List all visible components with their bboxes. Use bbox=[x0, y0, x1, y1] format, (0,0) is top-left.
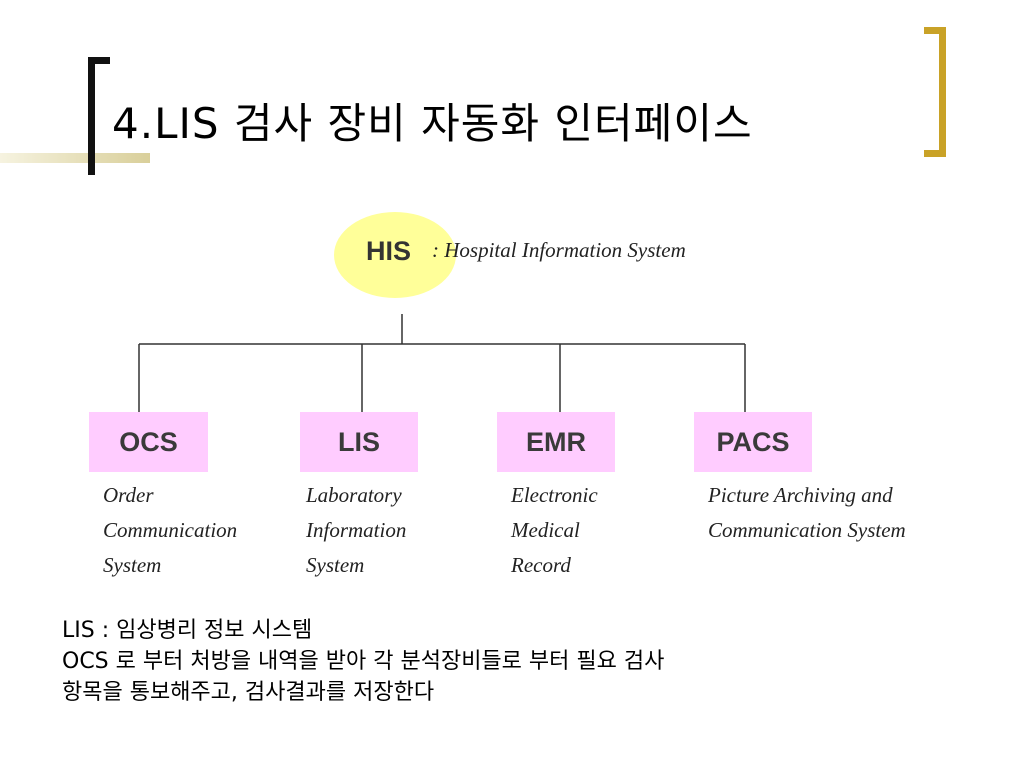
emr-box: EMR bbox=[497, 412, 615, 472]
lis-label: LIS bbox=[337, 426, 380, 457]
note-line: OCS 로 부터 처방을 내역을 받아 각 분석장비들로 부터 필요 검사 bbox=[62, 649, 665, 674]
ocs-label: OCS bbox=[119, 426, 178, 457]
emr-description-line: Electronic bbox=[511, 483, 598, 507]
pacs-box: PACS bbox=[694, 412, 812, 472]
pacs-description-line: Picture Archiving and bbox=[708, 483, 893, 507]
pacs-description-line: Communication System bbox=[708, 518, 906, 542]
his-description: : Hospital Information System bbox=[432, 238, 686, 262]
ocs-box: OCS bbox=[89, 412, 208, 472]
his-ellipse bbox=[334, 212, 456, 298]
note-line: 항목을 통보해주고, 검사결과를 저장한다 bbox=[62, 680, 435, 705]
ocs-description-line: Order bbox=[103, 483, 154, 507]
ocs-description-line: Communication bbox=[103, 518, 238, 542]
lis-description: Laboratory Information System bbox=[306, 478, 406, 583]
emr-description-line: Medical bbox=[511, 518, 580, 542]
title-bracket-left bbox=[88, 57, 110, 175]
lis-description-line: Laboratory bbox=[306, 483, 402, 507]
title-accent-line bbox=[0, 153, 150, 163]
title-bracket-right bbox=[924, 27, 946, 157]
emr-description-line: Record bbox=[511, 553, 571, 577]
emr-label: EMR bbox=[526, 426, 586, 457]
ocs-description-line: System bbox=[103, 553, 162, 577]
lis-description-line: Information bbox=[306, 518, 407, 542]
lis-box: LIS bbox=[300, 412, 418, 472]
note-line: LIS : 임상병리 정보 시스템 bbox=[62, 618, 313, 643]
notes-block: LIS : 임상병리 정보 시스템 OCS 로 부터 처방을 내역을 받아 각 … bbox=[62, 615, 664, 708]
slide-title: 4.LIS 검사 장비 자동화 인터페이스 bbox=[112, 99, 753, 148]
his-label: HIS bbox=[366, 236, 412, 266]
emr-description: Electronic Medical Record bbox=[511, 478, 598, 583]
pacs-description: Picture Archiving and Communication Syst… bbox=[708, 478, 906, 548]
lis-description-line: System bbox=[306, 553, 365, 577]
pacs-label: PACS bbox=[716, 426, 790, 457]
ocs-description: Order Communication System bbox=[103, 478, 237, 583]
